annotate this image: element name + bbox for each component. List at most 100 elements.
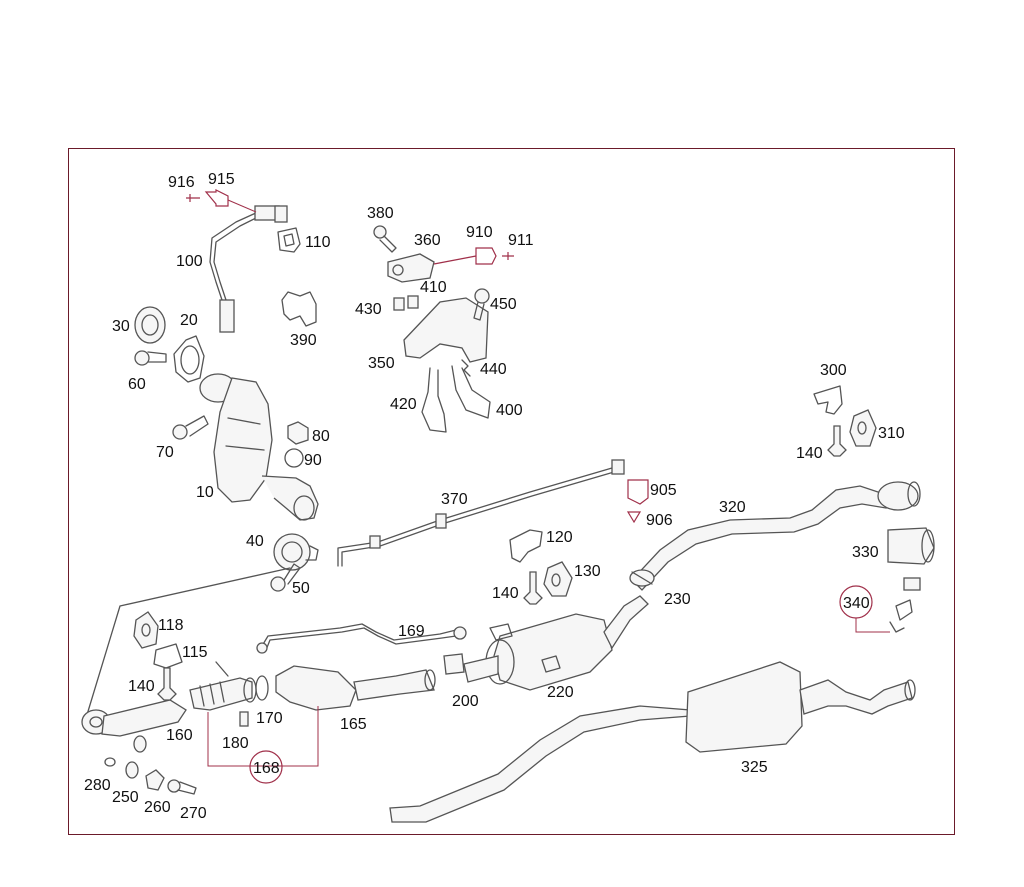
callout-70: 70 [156,444,174,461]
bolt-380 [373,225,397,253]
pipe-320 [631,481,921,591]
spring-440 [461,359,471,377]
bracket-115 [153,643,183,669]
clamp-20 [173,335,205,383]
rear-muffler-325 [389,661,916,823]
callout-230: 230 [664,591,691,608]
callout-270: 270 [180,805,207,822]
bolt-60 [134,350,167,366]
callout-115: 115 [182,644,208,661]
rubber-mount-310 [849,409,877,447]
callout-20: 20 [180,312,198,329]
catalytic-converter-10 [199,373,319,521]
bracket-350 [403,297,489,363]
callout-420: 420 [390,396,417,413]
callout-390: 390 [290,332,317,349]
callout-906: 906 [646,512,673,529]
callout-360: 360 [414,232,441,249]
hanger-120 [509,529,543,563]
callout-90: 90 [304,452,322,469]
clamp-230 [629,569,655,587]
connector-910-911 [475,247,514,265]
bolt-50 [270,563,301,592]
bolt-140-b [523,571,543,605]
callout-916: 916 [168,174,195,191]
hose-400 [451,365,491,419]
nut-80 [287,421,309,445]
callout-910: 910 [466,224,493,241]
callout-410: 410 [420,279,447,296]
callout-170: 170 [256,710,283,727]
callout-905: 905 [650,482,677,499]
callout-220: 220 [547,684,574,701]
flex-pipe-165 [189,665,436,711]
callout-320: 320 [719,499,746,516]
pipe-169 [256,623,467,654]
clamp-200 [443,653,499,683]
callout-120: 120 [546,529,573,546]
gasket-170 [243,675,269,703]
gasket-90 [284,448,304,468]
callout-310: 310 [878,425,905,442]
connector-340 [839,577,921,633]
callout-400: 400 [496,402,523,419]
hanger-300 [813,385,843,415]
connector-915-916 [186,189,257,213]
bolt-140-c [157,667,177,701]
callout-430: 430 [355,301,382,318]
callout-450: 450 [490,296,517,313]
callout-915: 915 [208,171,235,188]
callout-140-b: 140 [492,585,519,602]
bolt-450 [473,288,490,321]
bolt-70 [172,415,209,440]
bolt-260-270 [145,769,197,795]
callout-50: 50 [292,580,310,597]
callout-130: 130 [574,563,601,580]
cable-370 [337,459,625,567]
callout-168-bracket [207,706,319,784]
callout-140-a: 140 [796,445,823,462]
callout-340: 340 [843,595,870,612]
callout-168: 168 [253,760,280,777]
callout-325: 325 [741,759,768,776]
hose-420 [421,367,447,433]
callout-380: 380 [367,205,394,222]
callout-160: 160 [166,727,193,744]
clamp-40 [273,533,319,571]
support-bracket-160 [81,567,291,737]
clip-430 [393,297,405,311]
callout-169: 169 [398,623,425,640]
callout-60: 60 [128,376,146,393]
bolt-140-a [827,425,847,457]
callout-10: 10 [196,484,214,501]
connector-905-906 [626,479,649,524]
callout-260: 260 [144,799,171,816]
rubber-mount-130 [543,561,573,597]
callout-labels: 916 915 110 100 30 20 60 390 70 80 90 10… [84,171,905,822]
callout-100: 100 [176,253,203,270]
clip-390 [281,291,317,327]
stud-180 [215,661,249,727]
callout-370: 370 [441,491,468,508]
diagram-frame [68,148,955,835]
callout-40: 40 [246,533,264,550]
callout-250: 250 [112,789,139,806]
callout-200: 200 [452,693,479,710]
callout-911: 911 [508,232,534,249]
oxygen-sensor-100 [209,205,288,333]
callout-140-c: 140 [128,678,155,695]
callout-300: 300 [820,362,847,379]
callout-330: 330 [852,544,879,561]
tailpipe-330 [887,527,935,565]
clip-110 [277,227,301,253]
callout-80: 80 [312,428,330,445]
callout-350: 350 [368,355,395,372]
callout-440: 440 [480,361,507,378]
rubber-mount-118 [133,611,159,649]
front-muffler-220 [485,595,649,691]
sensor-360 [387,253,477,283]
clip-410 [407,295,419,309]
washers-250-280 [104,735,147,779]
callout-110: 110 [305,234,331,251]
